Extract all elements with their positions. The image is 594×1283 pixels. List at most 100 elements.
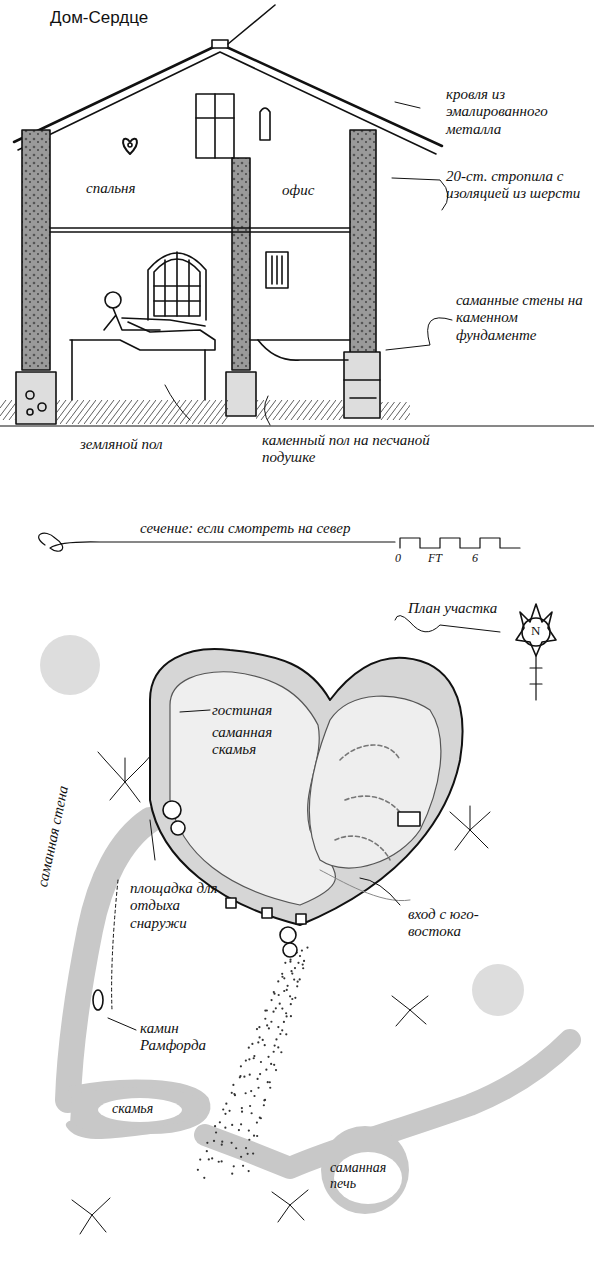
path-dot — [290, 1003, 292, 1005]
path-dot — [199, 1159, 201, 1161]
path-dot — [306, 947, 308, 949]
path-dot — [284, 962, 286, 964]
path-dot — [264, 1044, 266, 1046]
path-dot — [270, 1063, 272, 1065]
path-dot — [267, 1056, 269, 1058]
path-dot — [225, 1103, 227, 1105]
path-dot — [290, 970, 292, 972]
path-dot — [221, 1160, 223, 1162]
path-dot — [239, 1076, 241, 1078]
path-dot — [283, 1021, 285, 1023]
path-dot — [277, 1046, 279, 1048]
floor-label: земляной пол — [80, 436, 163, 453]
path-dot — [285, 1015, 287, 1017]
scale-number: 6 — [472, 552, 478, 566]
path-dot — [256, 1121, 258, 1123]
path-dot — [219, 1121, 221, 1123]
path-dot — [234, 1094, 236, 1096]
room-name: гостиная — [212, 702, 272, 719]
patio-label: площадка для отдыха снаружи — [130, 880, 240, 932]
path-dot — [242, 1165, 244, 1167]
path-dot — [285, 1033, 287, 1035]
path-dot — [256, 1028, 258, 1030]
path-dot — [277, 1026, 279, 1028]
path-dot — [281, 1007, 283, 1009]
path-dot — [283, 977, 285, 979]
path-dot — [302, 963, 304, 965]
path-dot — [214, 1125, 216, 1127]
entry-label: вход с юго-востока — [408, 906, 518, 941]
path-dot — [286, 989, 288, 991]
path-dot — [267, 1081, 269, 1083]
path-dot — [278, 994, 280, 996]
scale-unit: FT — [428, 552, 442, 566]
path-dot — [232, 1084, 234, 1086]
path-dot — [256, 1135, 258, 1137]
path-dot — [248, 1170, 250, 1172]
path-dot — [299, 955, 301, 957]
path-dot — [248, 1139, 250, 1141]
room-name: спальня — [86, 180, 135, 197]
path-dot — [253, 1057, 255, 1059]
path-dot — [290, 1015, 292, 1017]
path-dot — [302, 967, 304, 969]
path-dot — [275, 1069, 277, 1071]
wall-label: саманная стена — [34, 784, 72, 888]
path-dot — [263, 1104, 265, 1106]
path-dot — [266, 1024, 268, 1026]
path-dot — [273, 1064, 275, 1066]
path-dot — [248, 1058, 250, 1060]
path-dot — [231, 1092, 233, 1094]
path-dot — [253, 1135, 255, 1137]
path-dot — [211, 1157, 213, 1159]
section-label: сечение: если смотреть на север — [140, 520, 350, 537]
path-dot — [265, 1069, 267, 1071]
path-dot — [248, 1047, 250, 1049]
path-dot — [289, 995, 291, 997]
path-dot — [280, 1051, 282, 1053]
path-dot — [250, 1090, 252, 1092]
path-dot — [257, 1041, 259, 1043]
path-dot — [264, 1099, 266, 1101]
path-dot — [206, 1142, 208, 1144]
path-dot — [218, 1161, 220, 1163]
path-dot — [224, 1127, 226, 1129]
path-dot — [264, 1018, 266, 1020]
path-dot — [240, 1065, 242, 1067]
path-dot — [285, 1012, 287, 1014]
path-dot — [297, 981, 299, 983]
path-dot — [253, 1095, 255, 1097]
path-dot — [231, 1173, 233, 1175]
path-dot — [291, 972, 293, 974]
compass-letter: N — [531, 624, 540, 639]
path-dot — [248, 1129, 250, 1131]
path-dot — [274, 1044, 276, 1046]
path-dot — [224, 1113, 226, 1115]
wall-label: саманные стены на каменном фундаменте — [456, 292, 584, 344]
path-dot — [221, 1144, 223, 1146]
path-dot — [228, 1110, 230, 1112]
roof-label: кровля из эмалированного металла — [446, 86, 586, 138]
path-dot — [269, 1087, 271, 1089]
path-dot — [256, 1078, 258, 1080]
room-name: офис — [282, 182, 314, 199]
path-dot — [286, 985, 288, 987]
path-dot — [208, 1158, 210, 1160]
bench-label: саманная скамья — [212, 724, 312, 759]
path-dot — [272, 1011, 274, 1013]
path-dot — [251, 1043, 253, 1045]
path-dot — [253, 1055, 255, 1057]
path-dot — [245, 1147, 247, 1149]
path-dot — [264, 1009, 266, 1011]
path-dot — [289, 961, 291, 963]
path-dot — [281, 973, 283, 975]
path-dot — [230, 1142, 232, 1144]
title: Дом-Сердце — [50, 8, 148, 28]
path-dot — [235, 1147, 237, 1149]
path-dot — [297, 962, 299, 964]
path-dot — [270, 999, 272, 1001]
path-dot — [241, 1107, 243, 1109]
path-dot — [281, 1029, 283, 1031]
path-dot — [252, 1153, 254, 1155]
path-dot — [222, 1108, 224, 1110]
